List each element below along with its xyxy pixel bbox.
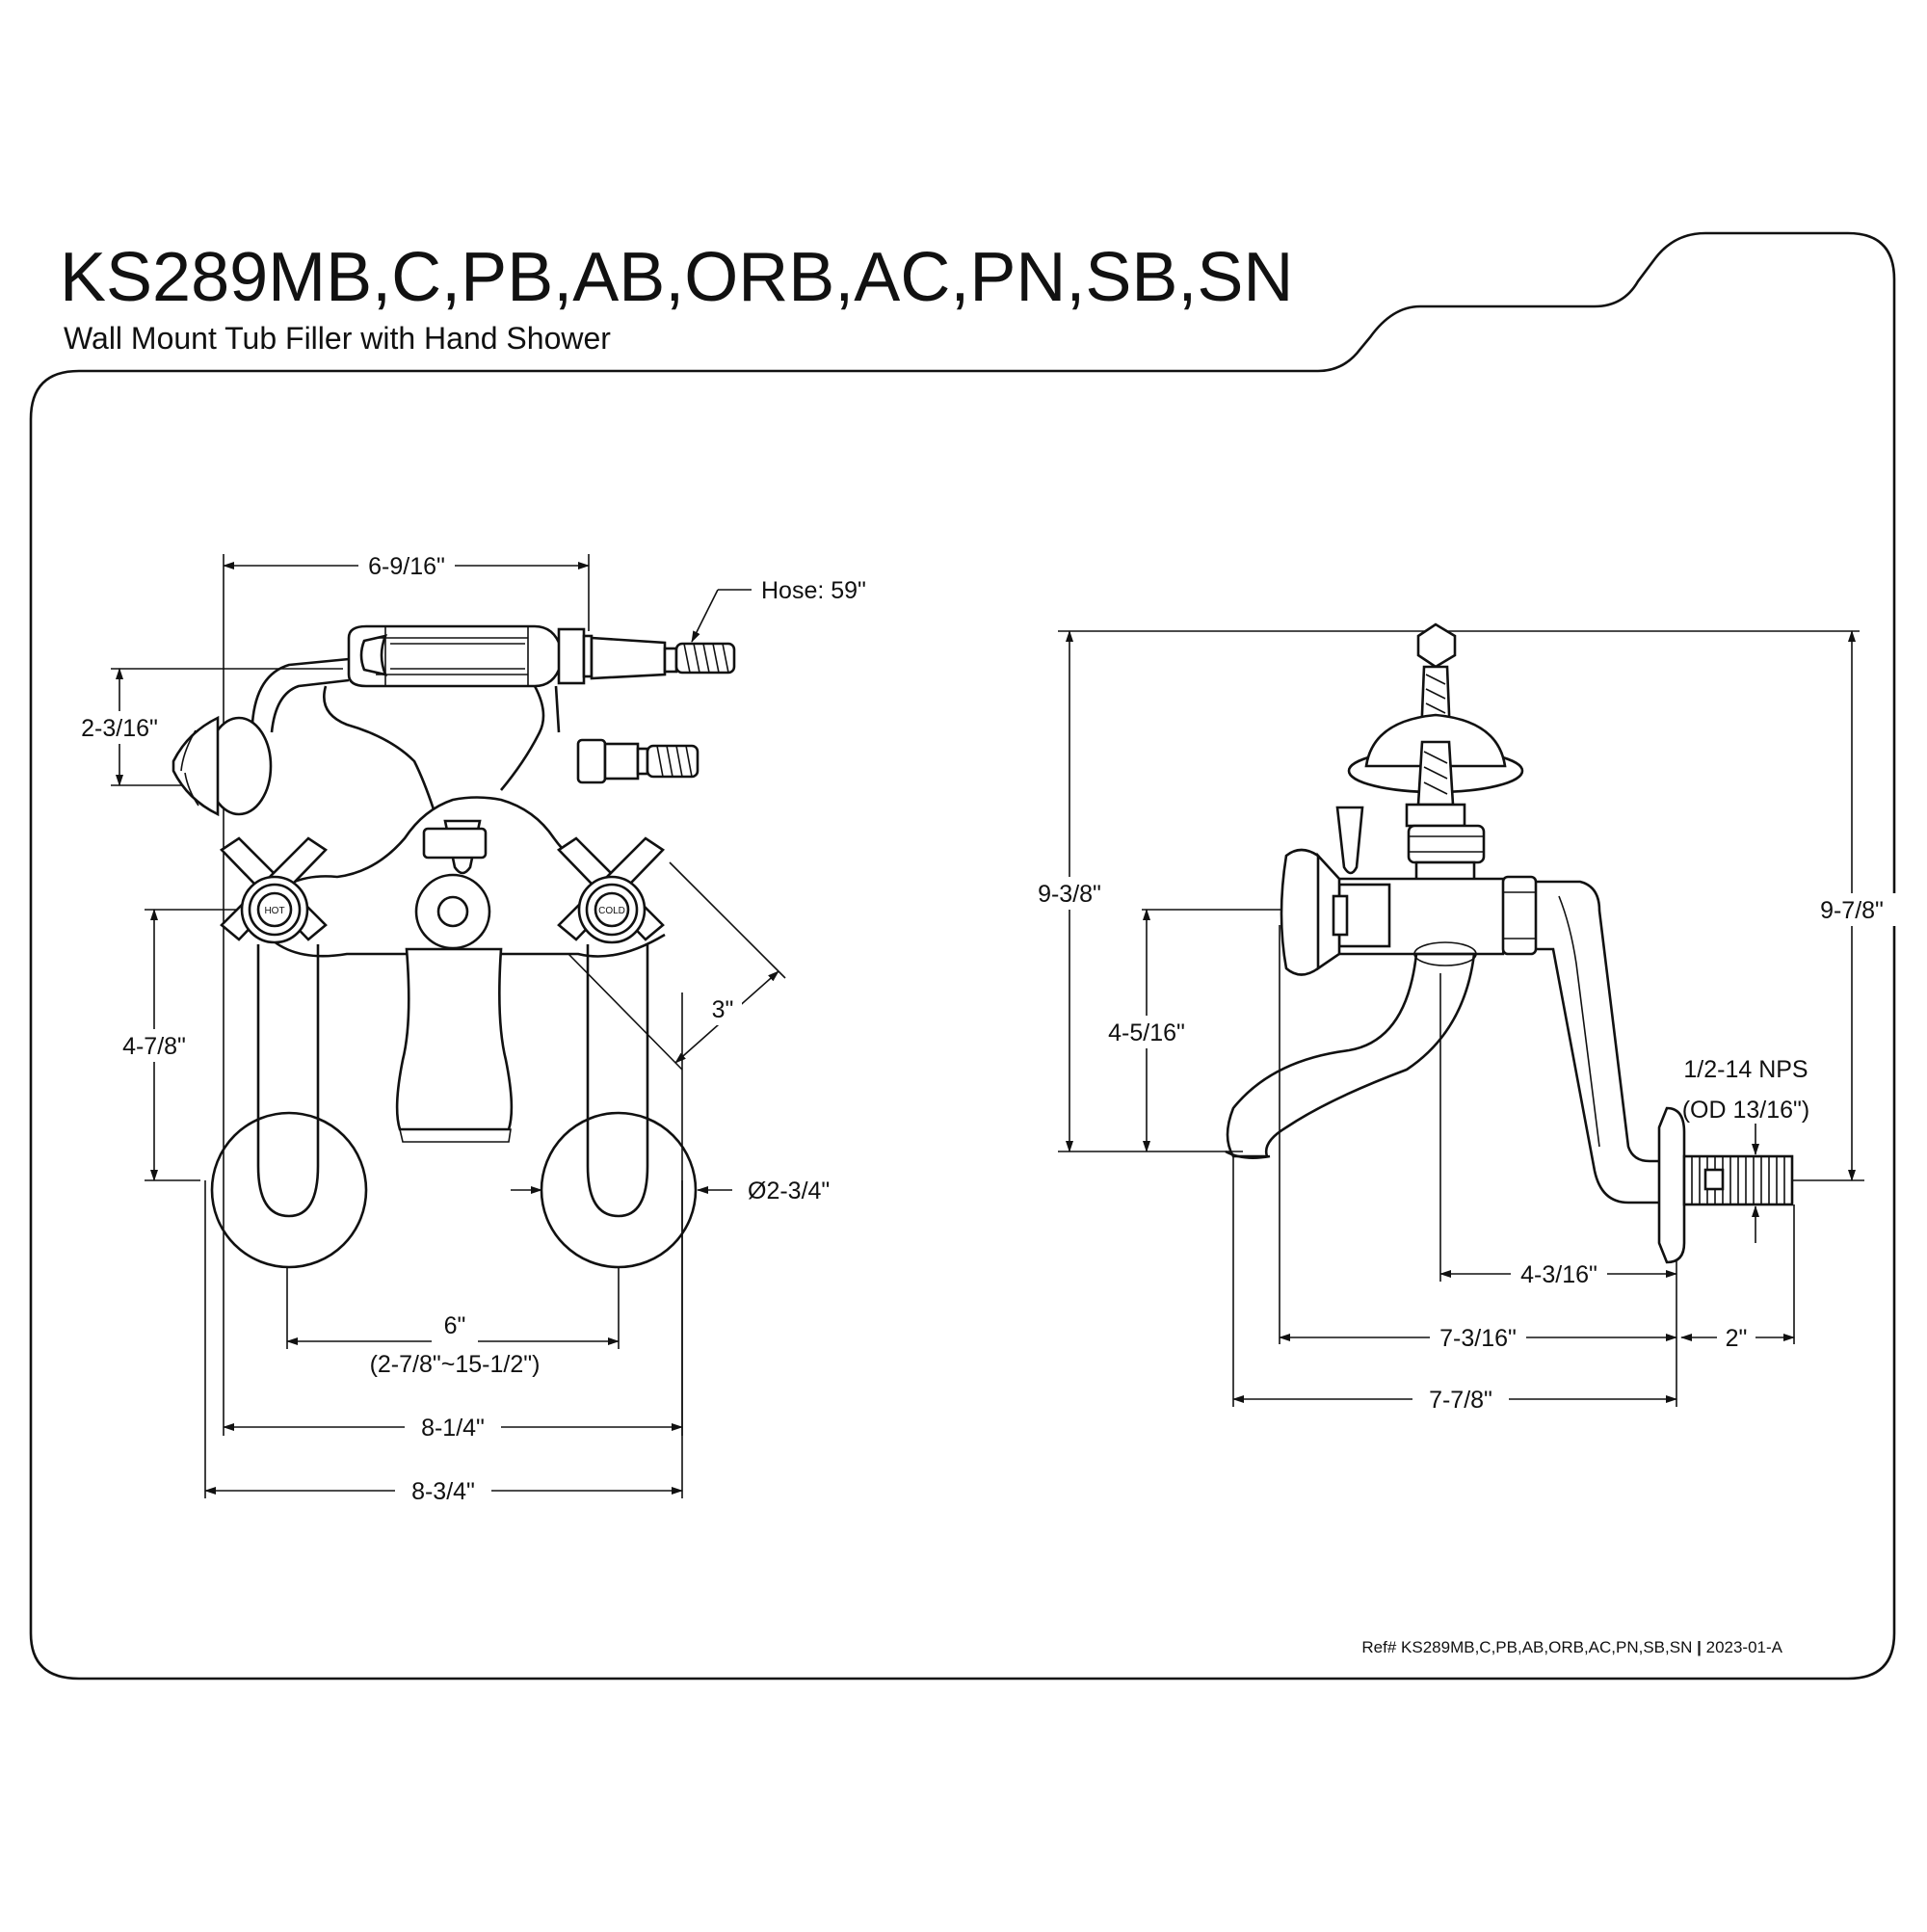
dim-outer-width: 8-3/4" [411,1478,475,1505]
product-title: KS289MB,C,PB,AB,ORB,AC,PN,SB,SN [60,239,1293,316]
dim-spout-to-wall: 4-3/16" [1520,1261,1597,1288]
dim-top-width: 6-9/16" [368,553,445,580]
dim-depth: 7-3/16" [1439,1325,1517,1352]
hose-coil-lower [646,744,700,779]
dim-hose: Hose: 59" [761,577,866,604]
dim-thread-od: (OD 13/16") [1682,1097,1810,1124]
product-subtitle: Wall Mount Tub Filler with Hand Shower [64,321,611,356]
footer-date: 2023-01-A [1706,1638,1783,1656]
hot-cross-handle: HOT [219,836,329,944]
dim-flange-diameter: Ø2-3/4" [748,1178,830,1204]
cold-flange [540,1111,698,1269]
front-view: HOT COLD 6-9/16" Hose: 59" 2-3/16" 4-7/8… [71,549,866,1507]
dim-center-range: (2-7/8"~15-1/2") [370,1351,541,1378]
wall-arm [1536,880,1667,1163]
sheet-frame [29,231,1896,1681]
dim-thread: 1/2-14 NPS [1683,1056,1808,1083]
dim-spout-height: 4-5/16" [1108,1019,1185,1046]
dim-height: 4-7/8" [122,1033,186,1060]
side-spout [1226,952,1476,1158]
dim-shower-head: 2-3/16" [81,715,158,742]
hot-label: HOT [264,906,284,916]
dim-total-height: 9-7/8" [1820,897,1884,924]
footer-ref: Ref# KS289MB,C,PB,AB,ORB,AC,PN,SB,SN [1361,1638,1692,1656]
hot-supply-pipe [256,944,320,1218]
dim-overall-height: 9-3/8" [1038,881,1101,908]
dim-pipe-length: 2" [1726,1325,1748,1352]
threaded-pipe [1682,1154,1794,1206]
cold-label: COLD [598,906,625,916]
footer-separator: | [1697,1638,1702,1656]
dim-center: 6" [444,1312,466,1339]
dim-inner-width: 8-1/4" [421,1415,485,1442]
hex-nut [1407,824,1486,864]
hose-coil [674,642,736,675]
side-lever [1335,806,1364,875]
cold-supply-pipe [586,944,649,1218]
side-view: 9-3/8" 4-5/16" 9-7/8" 1/2-14 NPS (OD 13/… [1021,622,1900,1416]
hand-shower-cradle [1347,622,1524,828]
side-cross-handle [1280,848,1349,976]
dim-overall-depth: 7-7/8" [1429,1387,1492,1414]
hot-flange [210,1111,368,1269]
footer-ref-line: Ref# KS289MB,C,PB,AB,ORB,AC,PN,SB,SN | 2… [1361,1638,1782,1656]
front-spout [395,947,514,1131]
wall-flange [1657,1106,1686,1264]
dim-handle: 3" [712,996,734,1023]
cold-cross-handle: COLD [556,836,666,944]
